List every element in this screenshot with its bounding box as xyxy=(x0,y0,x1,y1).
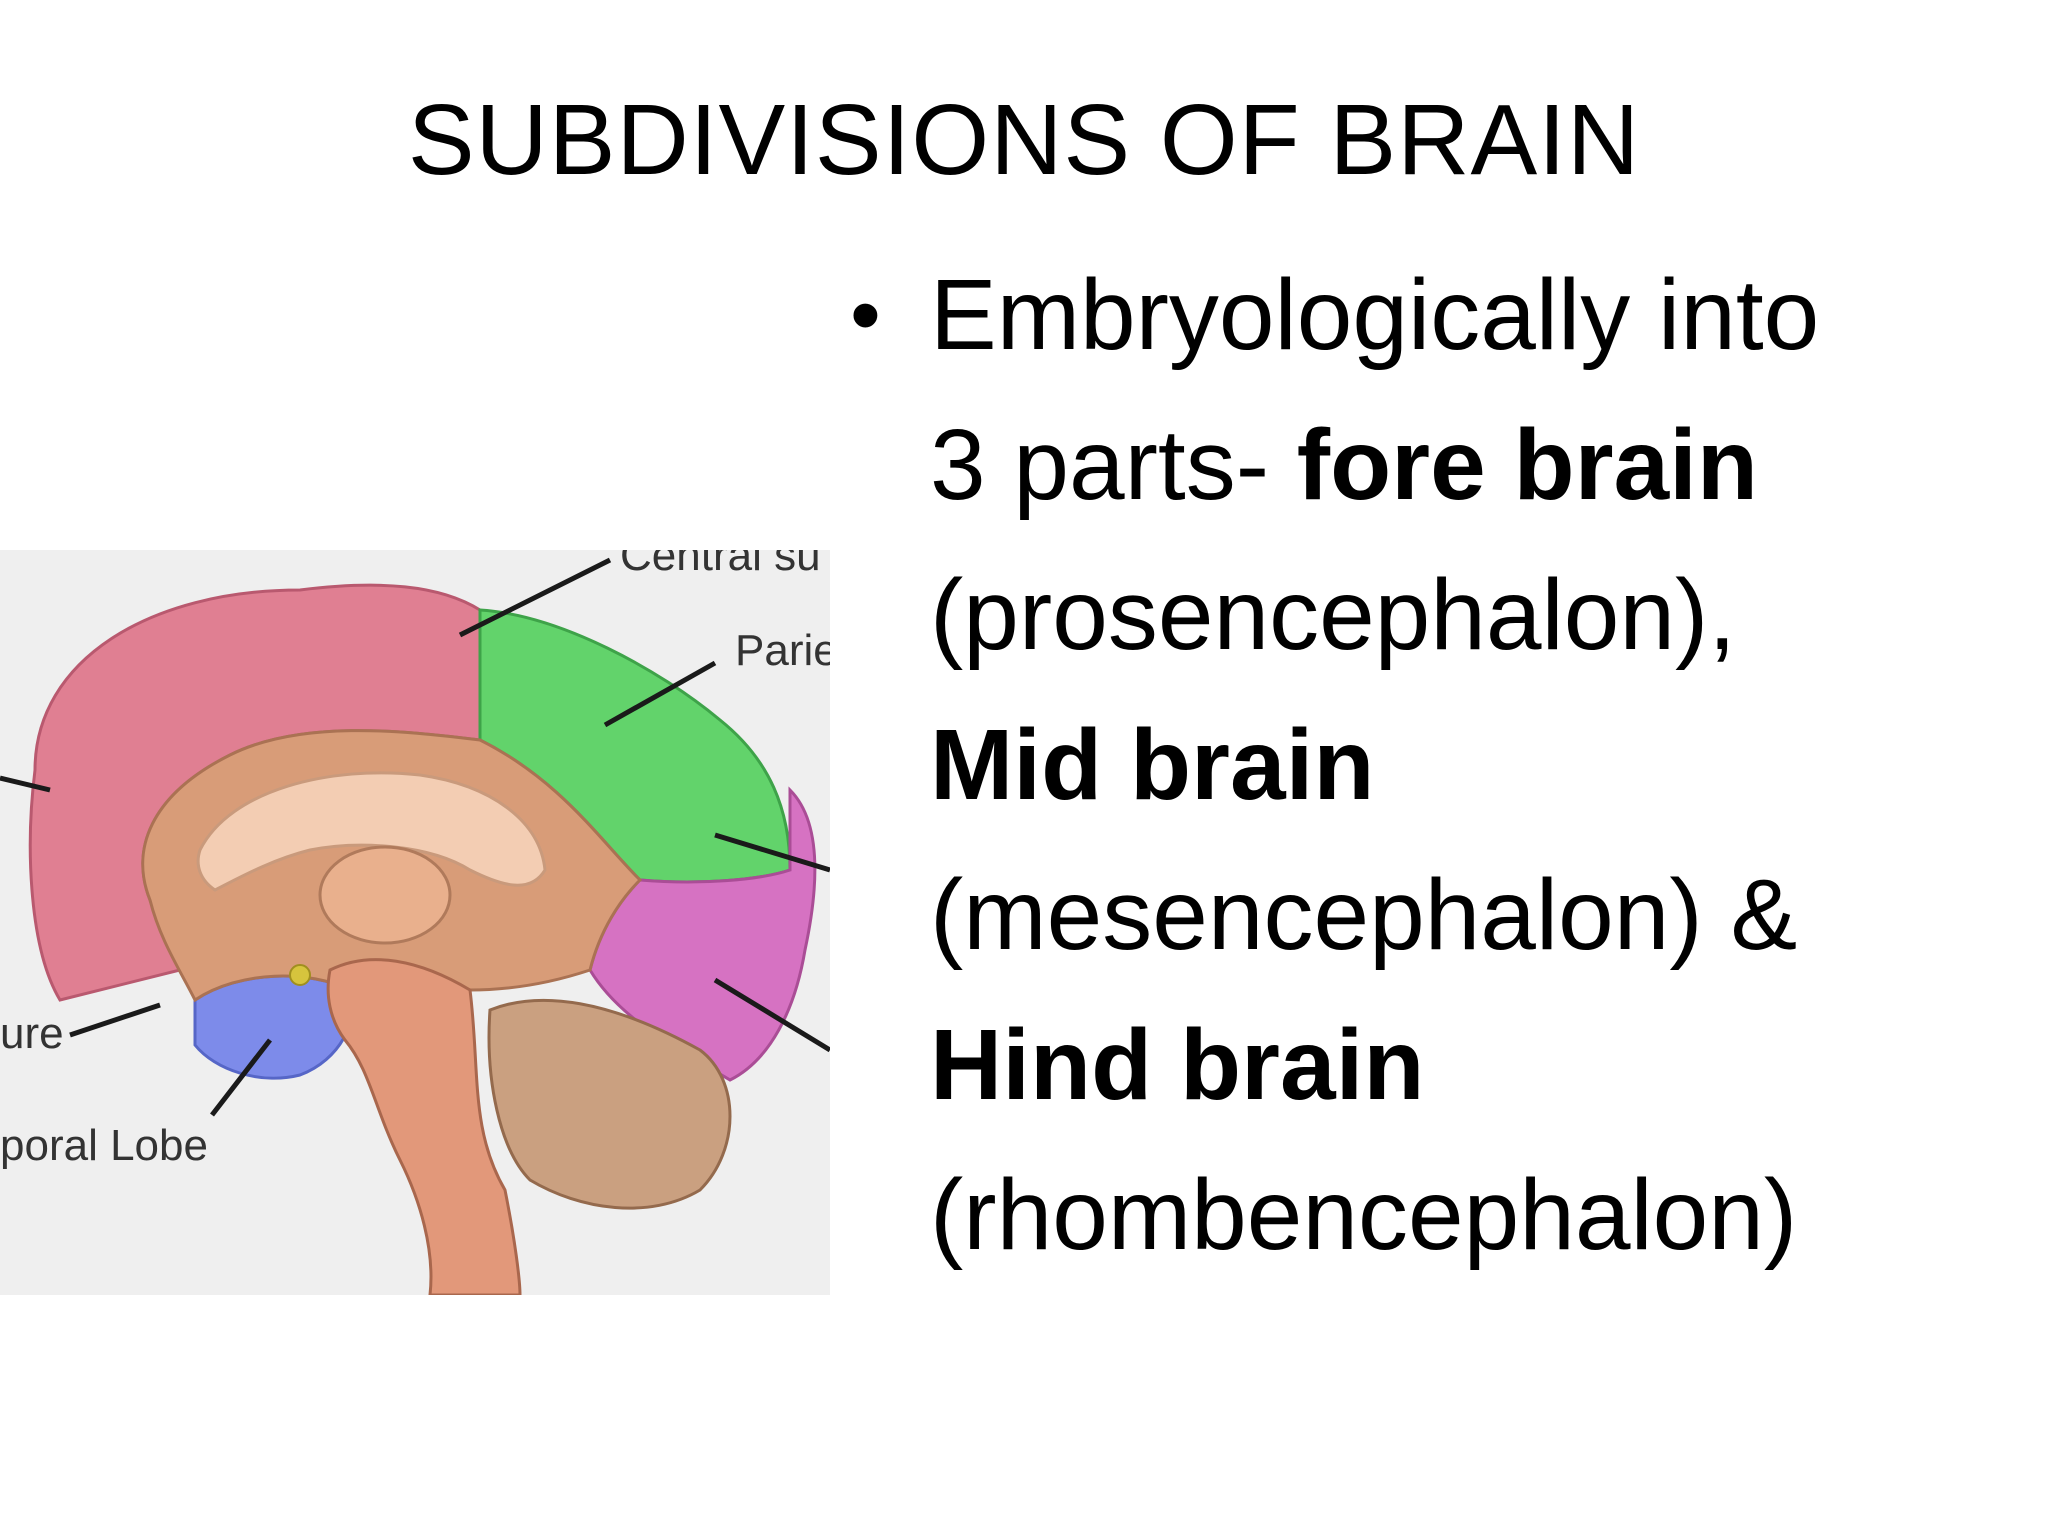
leader-line-lower-right xyxy=(713,977,830,1053)
bullet-line-2-bold: fore brain xyxy=(1296,409,1758,521)
thalamus-region xyxy=(318,845,452,945)
cerebellum-region xyxy=(487,998,732,1210)
bullet-line-2-plain: 3 parts- xyxy=(930,409,1297,521)
bullet-line-2: 3 parts- fore brain xyxy=(930,390,2010,540)
leader-line-frontal xyxy=(0,775,51,793)
slide-title: SUBDIVISIONS OF BRAIN xyxy=(407,84,1641,196)
brainstem-region xyxy=(326,958,522,1295)
bullet-item: • Embryologically into 3 parts- fore bra… xyxy=(850,240,2010,1290)
bullet-text: Embryologically into 3 parts- fore brain… xyxy=(930,240,2010,1290)
bullet-line-3: (prosencephalon), xyxy=(930,559,1737,671)
corpus-callosum-region xyxy=(196,771,547,892)
label-temporal-lobe: poral Lobe xyxy=(0,1121,208,1170)
slide-body: • Embryologically into 3 parts- fore bra… xyxy=(850,240,2010,1290)
bullet-line-5: (mesencephalon) & xyxy=(930,859,1798,971)
bullet-line-6: Hind brain xyxy=(930,1009,1425,1121)
bullet-dot-icon: • xyxy=(850,265,881,364)
leader-line-fissure xyxy=(69,1002,161,1038)
leader-line-central-sulcus xyxy=(458,557,612,638)
leader-line-temporal xyxy=(210,1038,272,1117)
bullet-line-1: Embryologically into xyxy=(930,259,1820,371)
pituitary-region xyxy=(289,964,311,986)
bullet-line-4: Mid brain xyxy=(930,709,1375,821)
label-parietal: Parie xyxy=(735,626,830,675)
bullet-line-7: (rhombencephalon) xyxy=(930,1159,1798,1271)
brain-illustration: Central su Parie ure poral Lobe xyxy=(0,550,830,1295)
leader-line-parietal xyxy=(603,660,717,728)
leader-line-occipital xyxy=(714,832,830,873)
label-fissure: ure xyxy=(0,1009,64,1058)
brain-figure: Central su Parie ure poral Lobe xyxy=(0,550,830,1295)
label-central-sulcus: Central su xyxy=(620,550,821,580)
